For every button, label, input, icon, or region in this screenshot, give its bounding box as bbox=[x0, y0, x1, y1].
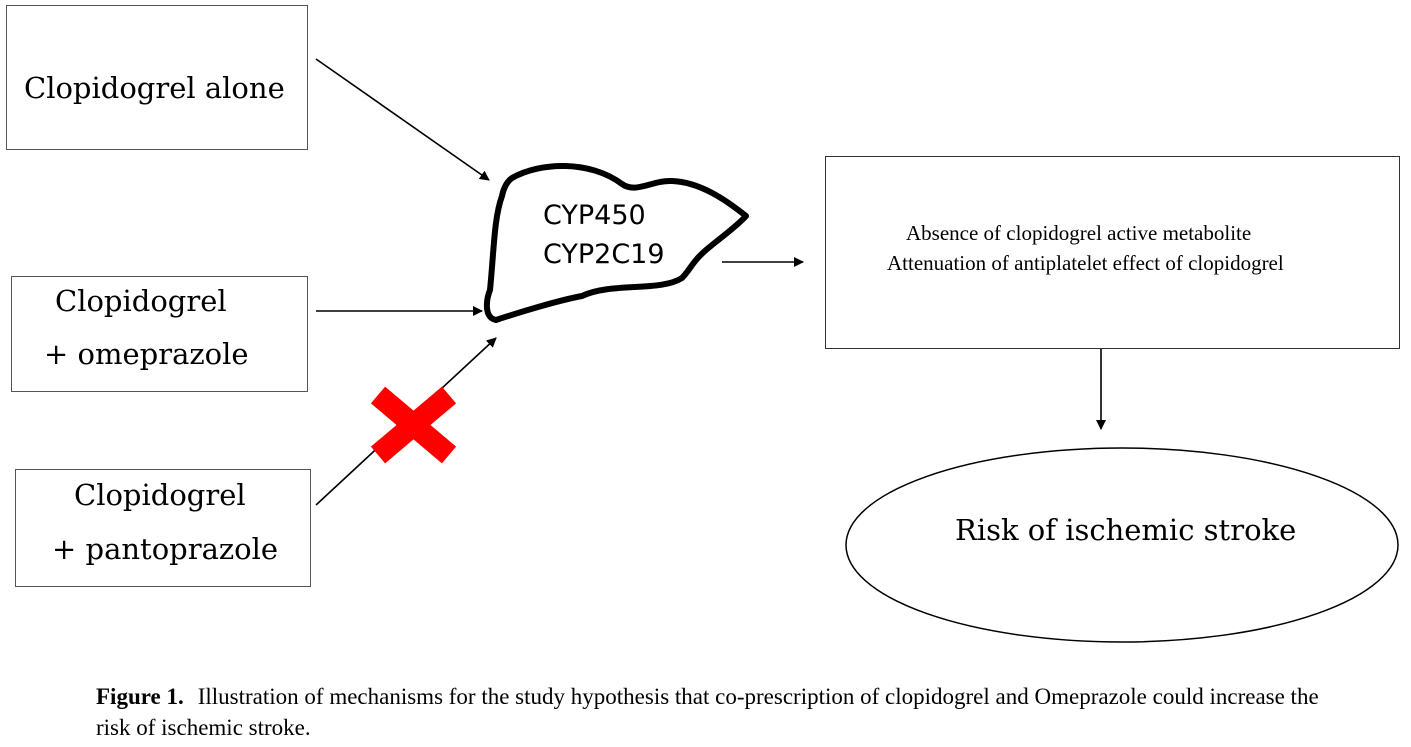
liver-shape bbox=[483, 163, 749, 323]
liver-label-cyp450: CYP450 bbox=[543, 200, 646, 231]
input-box-clopidogrel-pantoprazole bbox=[15, 469, 311, 587]
effect-box bbox=[825, 156, 1400, 349]
effect-line-metabolite: Absence of clopidogrel active metabolite bbox=[906, 221, 1252, 245]
blocked-cross-icon bbox=[370, 386, 457, 464]
input-box-clopidogrel-omeprazole bbox=[11, 276, 308, 392]
liver-label-cyp2c19: CYP2C19 bbox=[543, 239, 665, 270]
input-label-pantoprazole: + pantoprazole bbox=[52, 532, 279, 566]
input-label-clopidogrel-alone: Clopidogrel alone bbox=[24, 71, 285, 105]
arrow-alone-to-liver bbox=[315, 58, 490, 181]
caption-label: Figure 1. bbox=[96, 684, 184, 709]
input-label-clopidogrel: Clopidogrel bbox=[55, 284, 227, 318]
effect-line-antiplatelet: Attenuation of antiplatelet effect of cl… bbox=[887, 251, 1284, 275]
input-label-clopidogrel-2: Clopidogrel bbox=[74, 478, 246, 512]
figure-caption: Figure 1.Illustration of mechanisms for … bbox=[96, 681, 1346, 743]
outcome-label: Risk of ischemic stroke bbox=[955, 513, 1297, 547]
caption-text: Illustration of mechanisms for the study… bbox=[96, 684, 1319, 740]
outcome-ellipse bbox=[845, 447, 1399, 643]
input-label-omeprazole: + omeprazole bbox=[44, 337, 249, 371]
input-box-clopidogrel-alone bbox=[6, 5, 308, 150]
